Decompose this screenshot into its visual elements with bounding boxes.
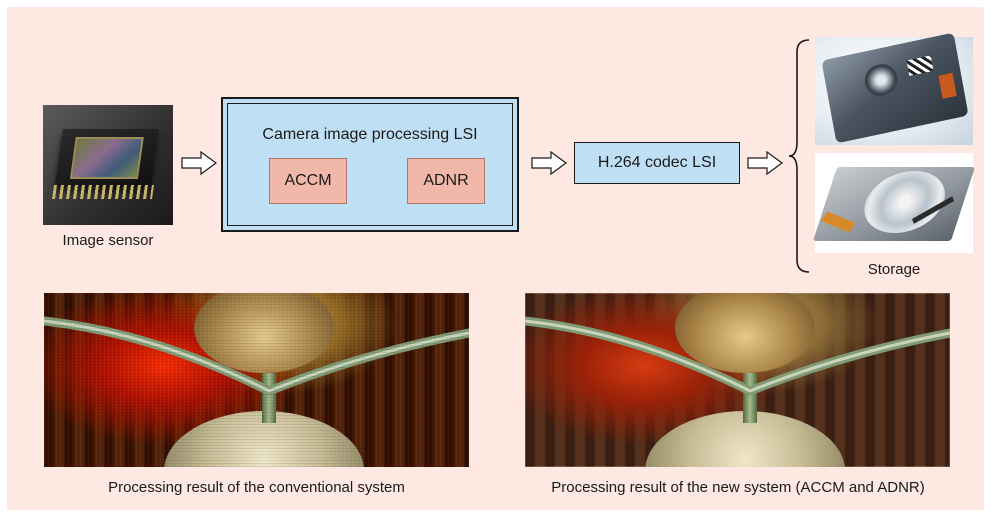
h264-codec-block: H.264 codec LSI: [574, 142, 740, 184]
conventional-result-caption: Processing result of the conventional sy…: [108, 479, 405, 496]
optical-drive-part: [938, 72, 957, 99]
arrow-sensor-to-lsi-icon: [181, 151, 217, 175]
camera-lsi-inner-border: Camera image processing LSI ACCM ADNR: [227, 103, 513, 226]
optical-drive-photo: [815, 32, 973, 145]
camera-lsi-title: Camera image processing LSI: [262, 126, 478, 143]
storage-brace-icon: [788, 39, 810, 273]
optical-drive-chip: [906, 55, 934, 76]
photo-branch: [525, 316, 950, 396]
new-system-result-caption: Processing result of the new system (ACC…: [551, 479, 925, 496]
arrow-lsi-to-codec-icon: [531, 151, 567, 175]
optical-drive-body: [821, 32, 969, 144]
arrow-codec-to-storage-icon: [747, 151, 783, 175]
photo-noise-overlay: [44, 293, 469, 467]
hard-disk-base: [812, 167, 976, 241]
sensor-die: [69, 137, 144, 179]
conventional-result-photo: [44, 293, 469, 467]
hard-disk-platter: [855, 171, 954, 233]
camera-processing-lsi-block: Camera image processing LSI ACCM ADNR: [221, 97, 519, 232]
hard-disk-cable: [820, 211, 856, 233]
hard-disk-photo: [812, 153, 976, 253]
new-system-result-photo: [525, 293, 950, 467]
optical-drive-spindle: [862, 61, 900, 99]
adnr-block: ADNR: [407, 158, 485, 204]
photo-branch: [44, 316, 469, 396]
photo-flower: [194, 293, 334, 373]
photo-flower: [675, 293, 815, 373]
accm-block: ACCM: [269, 158, 347, 204]
image-sensor-photo: [43, 105, 173, 225]
storage-label: Storage: [867, 261, 921, 278]
image-sensor-label: Image sensor: [62, 232, 154, 249]
sensor-chip-body: [55, 129, 159, 185]
sensor-pins: [52, 185, 154, 199]
